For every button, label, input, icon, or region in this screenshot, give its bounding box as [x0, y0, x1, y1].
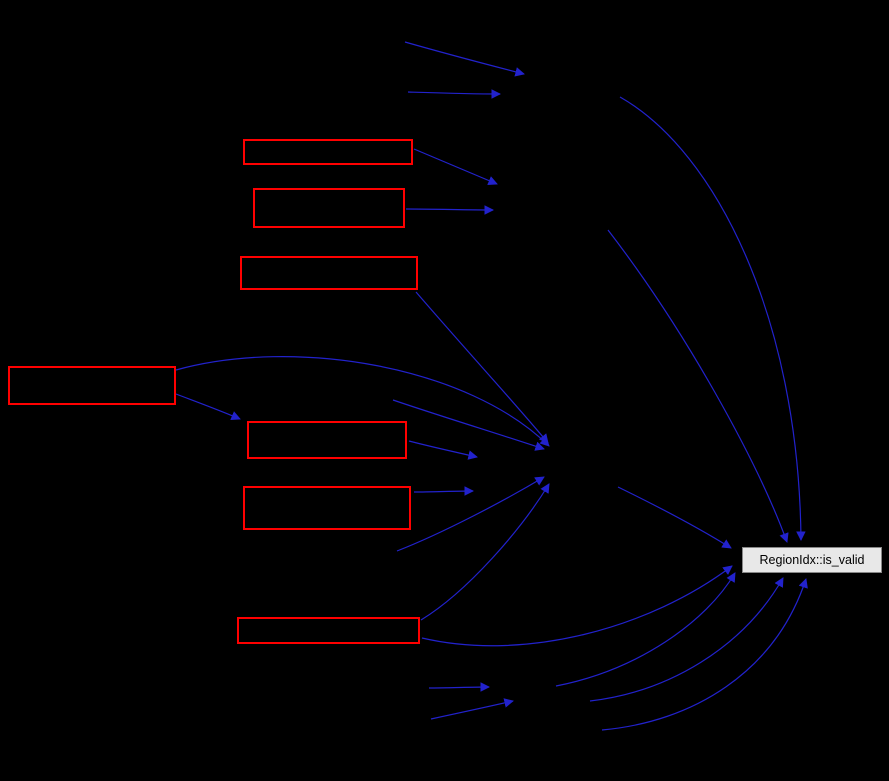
edge-bottom-1 — [428, 682, 490, 692]
edge-d-swoop — [175, 356, 550, 447]
edge-g-to-center — [420, 483, 550, 621]
edge-f-right — [413, 486, 474, 496]
edge-center-to-valid — [617, 486, 732, 549]
edge-lower-to-valid — [421, 565, 733, 647]
graph-node-4[interactable] — [8, 366, 176, 405]
edge-e-right — [408, 440, 478, 460]
edge-hidden-center-2 — [396, 476, 545, 552]
edge-b-right — [405, 205, 494, 215]
edge-c-to-center — [415, 291, 549, 444]
graph-node-regionidx-is-valid[interactable]: RegionIdx::is_valid — [742, 547, 882, 573]
edge-top-1 — [404, 41, 525, 77]
edge-mid-long — [607, 229, 789, 543]
edge-bottom-valid-2 — [589, 577, 784, 702]
graph-node-6[interactable] — [243, 486, 411, 530]
graph-node-3[interactable] — [240, 256, 418, 290]
edge-bottom-2 — [430, 698, 514, 720]
edge-d-to-e — [175, 393, 241, 421]
edge-a-right — [413, 148, 498, 186]
graph-node-2[interactable] — [253, 188, 405, 228]
edge-hidden-center-1 — [392, 399, 545, 451]
graph-node-1[interactable] — [243, 139, 413, 165]
edge-top-2 — [407, 89, 501, 99]
edge-bottom-valid-3 — [601, 578, 808, 731]
graph-node-5[interactable] — [247, 421, 407, 459]
edge-right-long-top — [619, 96, 806, 541]
graph-node-7[interactable] — [237, 617, 420, 644]
edge-bottom-valid-1 — [555, 572, 736, 687]
